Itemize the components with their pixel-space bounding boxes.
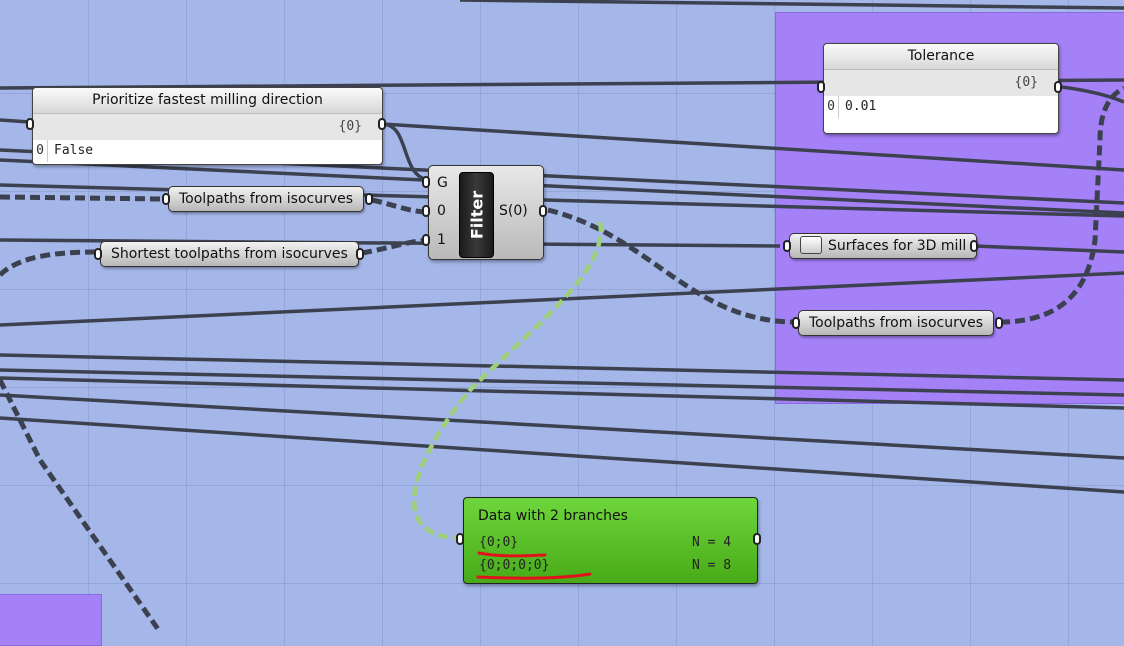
param-viewer[interactable]: Data with 2 branches {0;0} N = 4 {0;0;0;… xyxy=(463,497,758,584)
annotation-underline xyxy=(477,551,547,558)
output-grip[interactable] xyxy=(356,248,364,260)
relay-toolpaths-right[interactable]: Toolpaths from isocurves xyxy=(798,310,995,336)
panel-index: 0 xyxy=(824,96,839,118)
viewer-branch-count: N = 4 xyxy=(692,535,732,550)
viewer-branch-path: {0;0;0;0} xyxy=(479,558,550,573)
output-grip[interactable] xyxy=(970,240,978,252)
relay-shortest-toolpaths[interactable]: Shortest toolpaths from isocurves xyxy=(100,241,359,267)
input-grip[interactable] xyxy=(783,240,791,252)
dashed-wire xyxy=(547,207,793,325)
wire xyxy=(381,122,429,182)
input-label-1: 1 xyxy=(437,232,446,248)
wire xyxy=(0,353,1124,382)
output-grip[interactable] xyxy=(539,205,547,217)
input-label-0: 0 xyxy=(437,203,446,219)
input-grip[interactable] xyxy=(94,248,102,260)
input-grip[interactable] xyxy=(26,118,34,130)
filter-name-block: Filter xyxy=(459,172,494,258)
param-surfaces-3d-mill[interactable]: Surfaces for 3D mill xyxy=(789,233,978,259)
input-grip[interactable] xyxy=(817,81,825,93)
dashed-wire xyxy=(361,237,429,256)
output-label: S(0) xyxy=(499,203,528,219)
wire xyxy=(0,118,31,124)
wire xyxy=(0,416,1124,494)
dashed-wire xyxy=(0,194,166,202)
wire xyxy=(0,393,1124,460)
wire xyxy=(974,244,1124,254)
surface-icon xyxy=(800,236,822,254)
panel-value: False xyxy=(54,143,94,158)
input-grip[interactable] xyxy=(422,176,430,188)
panel-prioritize[interactable]: Prioritize fastest milling direction {0}… xyxy=(32,87,383,165)
wire xyxy=(459,0,1124,10)
viewer-branch-path: {0;0} xyxy=(479,535,519,550)
input-grip[interactable] xyxy=(456,533,464,545)
wire xyxy=(0,271,1124,327)
capsule-label: Surfaces for 3D mill xyxy=(828,238,967,254)
output-grip[interactable] xyxy=(365,193,373,205)
viewer-title: Data with 2 branches xyxy=(478,508,628,524)
filter-component[interactable]: G 0 1 Filter S(0) xyxy=(428,165,544,260)
annotation-underline xyxy=(476,572,592,580)
dashed-wire xyxy=(0,378,163,632)
input-grip[interactable] xyxy=(422,234,430,246)
panel-title: Tolerance xyxy=(824,44,1058,70)
panel-index: 0 xyxy=(33,140,48,162)
output-grip[interactable] xyxy=(1054,81,1062,93)
wire xyxy=(0,158,1124,215)
input-grip[interactable] xyxy=(422,205,430,217)
panel-row: 0 False xyxy=(33,140,382,162)
panel-title: Prioritize fastest milling direction xyxy=(33,88,382,114)
input-label-g: G xyxy=(437,175,448,191)
wire xyxy=(0,376,1124,410)
wire xyxy=(0,368,1124,397)
viewer-branch-count: N = 8 xyxy=(692,558,732,573)
panel-path: {0} xyxy=(824,70,1058,96)
wire xyxy=(1061,85,1124,104)
panel-value: 0.01 xyxy=(845,99,877,114)
input-grip[interactable] xyxy=(792,317,800,329)
output-grip[interactable] xyxy=(378,118,386,130)
wire xyxy=(381,122,1124,172)
input-grip[interactable] xyxy=(162,193,170,205)
output-grip[interactable] xyxy=(995,317,1003,329)
green-dashed-wire xyxy=(412,221,604,541)
panel-path: {0} xyxy=(33,114,382,140)
dashed-wire xyxy=(999,85,1124,325)
annotation-layer xyxy=(476,551,592,580)
output-grip[interactable] xyxy=(753,533,761,545)
dashed-wire xyxy=(0,249,99,277)
